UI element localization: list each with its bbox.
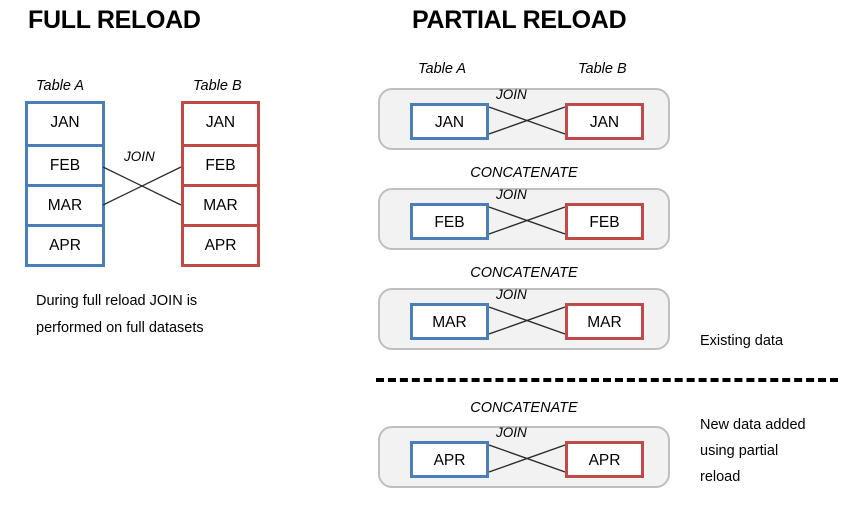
partial-join-label: JOIN: [496, 87, 527, 102]
table-row: JAN: [28, 104, 102, 144]
partial-right-box: APR: [565, 441, 644, 478]
partial-join-cross-lines: [489, 444, 565, 473]
partial-join-label: JOIN: [496, 287, 527, 302]
table-row: JAN: [184, 104, 257, 144]
table-row: MAR: [28, 184, 102, 224]
concatenate-label-3: CONCATENATE: [470, 400, 578, 416]
partial-join-cross-lines: [489, 206, 565, 235]
table-row: FEB: [184, 144, 257, 184]
partial-left-box: FEB: [410, 203, 489, 240]
partial-group-feb: FEB FEB JOIN: [378, 187, 670, 250]
partial-left-box: JAN: [410, 103, 489, 140]
concatenate-label-2: CONCATENATE: [470, 265, 578, 281]
table-row: APR: [28, 224, 102, 264]
partial-left-box: APR: [410, 441, 489, 478]
full-reload-join-cross-lines: [103, 166, 182, 206]
partial-join-label: JOIN: [496, 187, 527, 202]
table-row: APR: [184, 224, 257, 264]
partial-right-box: JAN: [565, 103, 644, 140]
table-row: MAR: [184, 184, 257, 224]
full-table-b-label: Table B: [193, 78, 242, 94]
full-table-a-label: Table A: [36, 78, 85, 94]
partial-join-cross-lines: [489, 306, 565, 335]
partial-group-apr: APR APR JOIN: [378, 425, 670, 488]
full-table-b: JAN FEB MAR APR: [181, 101, 260, 267]
partial-group-jan: JAN JAN JOIN: [378, 87, 670, 150]
table-row: FEB: [28, 144, 102, 184]
full-reload-join-label: JOIN: [124, 149, 155, 164]
partial-table-a-label: Table A: [418, 61, 467, 77]
concatenate-label-1: CONCATENATE: [470, 165, 578, 181]
full-reload-caption: During full reload JOIN is performed on …: [36, 293, 204, 336]
partial-table-b-label: Table B: [578, 61, 627, 77]
page-title-full-reload: FULL RELOAD: [28, 6, 201, 34]
partial-join-label: JOIN: [496, 425, 527, 440]
partial-join-cross-lines: [489, 106, 565, 135]
partial-right-box: MAR: [565, 303, 644, 340]
partial-right-box: FEB: [565, 203, 644, 240]
dashed-divider: [376, 378, 838, 382]
partial-group-mar: MAR MAR JOIN: [378, 287, 670, 350]
partial-left-box: MAR: [410, 303, 489, 340]
existing-data-caption: Existing data: [700, 333, 784, 349]
page-title-partial-reload: PARTIAL RELOAD: [412, 6, 627, 34]
full-table-a: JAN FEB MAR APR: [25, 101, 105, 267]
new-data-caption: New data added using partial reload: [700, 417, 806, 485]
